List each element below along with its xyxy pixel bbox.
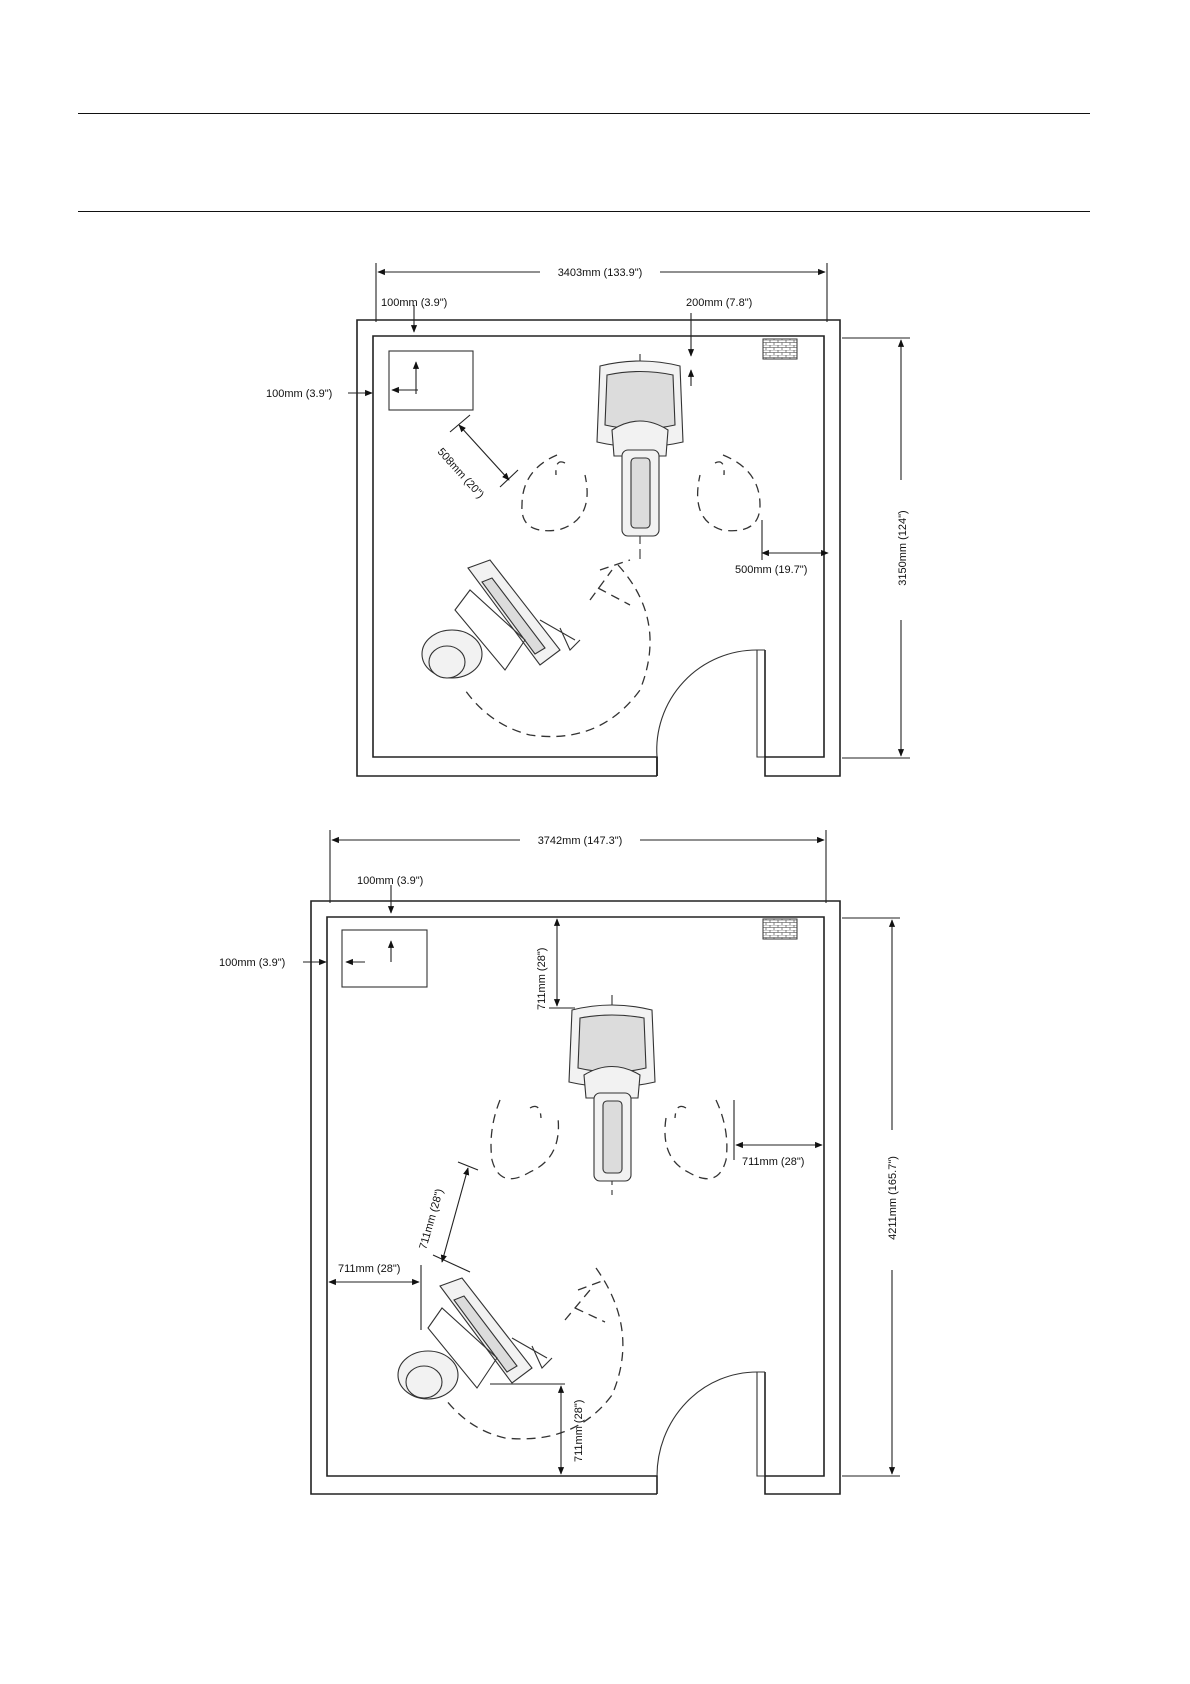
width-label: 3403mm (133.9") [558, 267, 643, 279]
dim-side-clearance [734, 1100, 822, 1160]
side-clearance-label: 500mm (19.7") [735, 564, 807, 576]
wall-cabinet [389, 351, 473, 410]
bottom-clearance-label: 711mm (28") [573, 1400, 585, 1462]
dim-bottom-clearance [490, 1384, 565, 1474]
brick-panel [763, 339, 797, 359]
side-clearance-label: 711mm (28") [742, 1156, 804, 1168]
table-clearance-label: 711mm (28") [536, 948, 548, 1010]
wall-cabinet [342, 930, 427, 987]
top-offset-label: 100mm (3.9") [381, 297, 447, 309]
room-plan-2: 3742mm (147.3") 100mm (3.9") 100mm (3.9"… [0, 800, 1190, 1520]
table-clearance-label: 200mm (7.8") [686, 297, 752, 309]
operator-console [422, 560, 650, 737]
door [657, 1372, 765, 1476]
brick-panel [763, 919, 797, 939]
operator-console [398, 1268, 623, 1439]
scanner-table [597, 354, 683, 562]
height-label: 3150mm (124") [897, 510, 909, 585]
top-offset-label: 100mm (3.9") [357, 875, 423, 887]
diagonal-clearance-label: 508mm (20") [435, 446, 486, 501]
scanner-table [569, 995, 655, 1195]
door [657, 650, 765, 757]
left-clearance-label: 711mm (28") [338, 1263, 400, 1275]
width-label: 3742mm (147.3") [538, 835, 623, 847]
room-walls [357, 320, 840, 776]
left-offset-label: 100mm (3.9") [219, 957, 285, 969]
room-plan-1: 3403mm (133.9") 100mm (3.9") 100mm (3.9"… [0, 0, 1190, 800]
diagonal-clearance-label: 711mm (28") [417, 1188, 446, 1251]
dim-diagonal [433, 1162, 478, 1272]
left-offset-label: 100mm (3.9") [266, 388, 332, 400]
dim-table-clearance [549, 919, 575, 1008]
height-label: 4211mm (165.7") [887, 1156, 899, 1240]
